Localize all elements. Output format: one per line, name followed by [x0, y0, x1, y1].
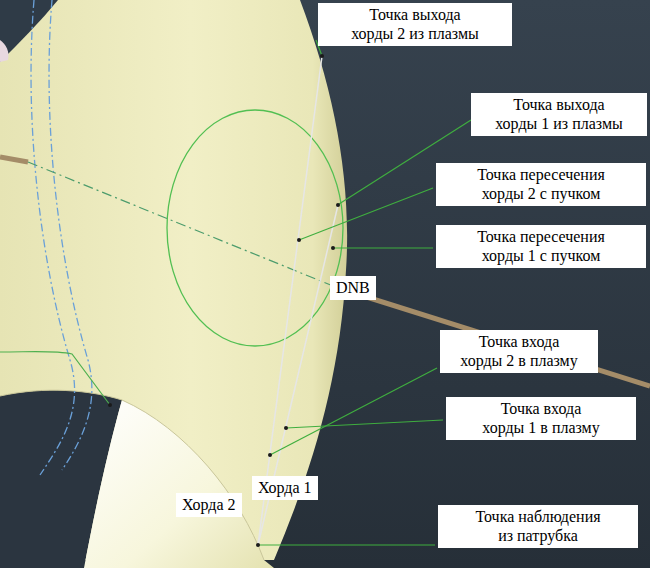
- leader-line: [259, 544, 435, 545]
- point-dot: [320, 54, 324, 58]
- beam: [338, 288, 650, 386]
- point-dot: [336, 203, 340, 207]
- callout-text: Хорда 2: [182, 495, 236, 514]
- blue-contour: [49, 0, 92, 470]
- vessel-edge: [0, 40, 9, 62]
- vessel-inner-face: [84, 400, 274, 568]
- callout-box: Точка выхода хорды 1 из плазмы: [471, 93, 647, 136]
- callout-text: Точка пересечения хорды 1 с пучком: [442, 227, 640, 265]
- callout-box: Точка входа хорды 1 в плазму: [446, 397, 636, 440]
- callout-box: Точка пересечения хорды 2 с пучком: [436, 163, 646, 206]
- callout-text: Точка входа хорды 1 в плазму: [452, 399, 630, 437]
- chord-label: Хорда 2: [176, 493, 242, 517]
- callout-box: Точка выхода хорды 2 из плазмы: [318, 3, 512, 46]
- callout-text: Хорда 1: [258, 478, 312, 497]
- callout-text: Точка наблюдения из патрубка: [444, 507, 632, 545]
- leader-line: [333, 247, 433, 248]
- point-dot: [331, 246, 335, 250]
- beam-label: DNB: [330, 276, 376, 300]
- callout-box: Точка пересечения хорды 1 с пучком: [436, 225, 646, 268]
- point-dot: [284, 426, 288, 430]
- beam: [0, 157, 28, 162]
- beam-axis: [28, 162, 338, 288]
- blue-contour: [31, 0, 75, 475]
- callout-text: Точка выхода хорды 2 из плазмы: [324, 5, 506, 43]
- chord-line: [258, 56, 322, 545]
- green-contour: [0, 352, 110, 406]
- plasma-contour: [167, 110, 343, 346]
- point-dot: [108, 403, 112, 407]
- leader-line: [286, 420, 443, 428]
- callout-text: Точка входа хорды 2 в плазму: [446, 332, 592, 370]
- callout-box: Точка наблюдения из патрубка: [438, 505, 638, 548]
- callout-text: DNB: [336, 278, 370, 297]
- point-dot: [256, 543, 260, 547]
- callout-text: Точка пересечения хорды 2 с пучком: [442, 165, 640, 203]
- callout-box: Точка входа хорды 2 в плазму: [440, 330, 598, 373]
- point-dot: [268, 453, 272, 457]
- point-dot: [297, 238, 301, 242]
- cut-rim: [0, 390, 264, 560]
- chord-line: [258, 205, 338, 545]
- leader-line: [299, 188, 433, 240]
- callout-text: Точка выхода хорды 1 из плазмы: [477, 95, 641, 133]
- chord-label: Хорда 1: [252, 476, 318, 500]
- leader-line: [270, 368, 437, 455]
